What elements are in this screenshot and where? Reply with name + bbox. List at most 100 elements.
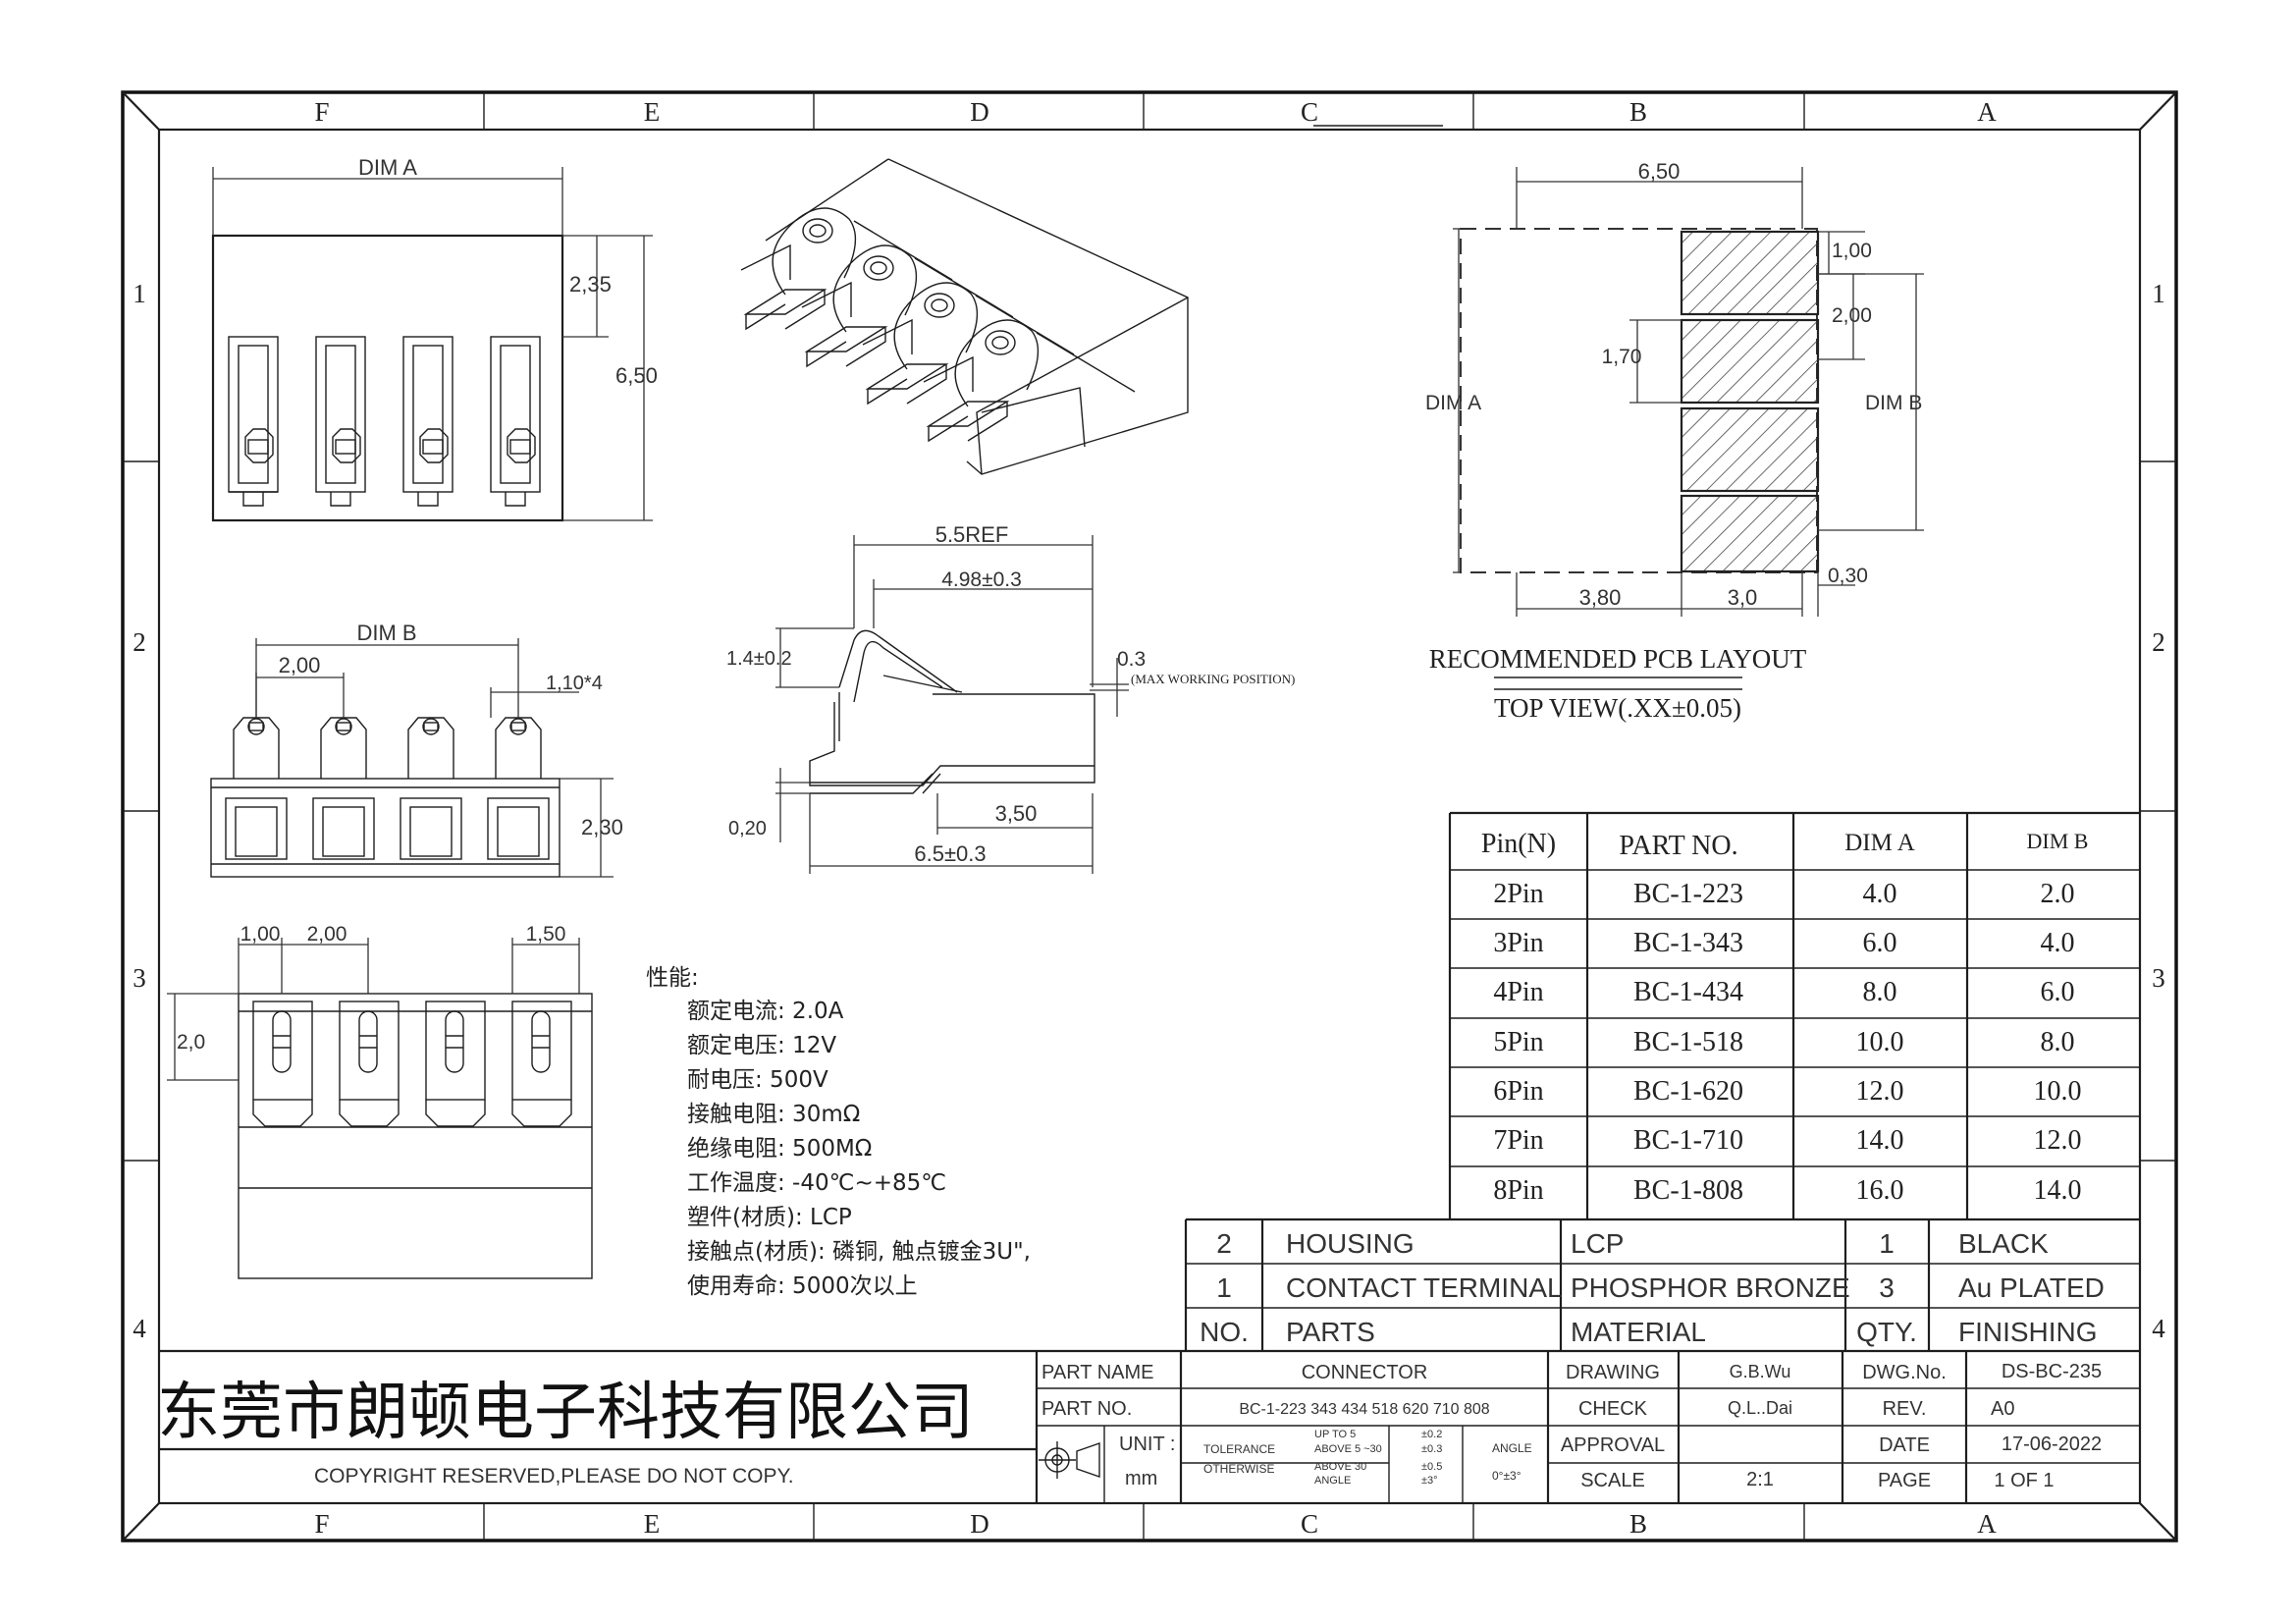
spec-line: 接触电阻: 30mΩ: [687, 1102, 860, 1127]
dwg-label: DWG.No.: [1862, 1362, 1947, 1383]
table-cell: 14.0: [2034, 1175, 2082, 1206]
table-cell: 6Pin: [1493, 1076, 1543, 1107]
row-label-left: 1: [133, 279, 146, 308]
bom-cell: FINISHING: [1958, 1317, 2098, 1347]
dim-label: 1,00: [1832, 240, 1872, 262]
col-label-bottom: B: [1629, 1509, 1647, 1539]
dim-label: 0.3: [1117, 648, 1146, 671]
tolerance-range: ABOVE 30: [1314, 1461, 1366, 1473]
dim-note: (MAX WORKING POSITION): [1131, 672, 1295, 686]
drawing-label: DRAWING: [1566, 1362, 1660, 1383]
bom-cell: CONTACT TERMINAL: [1286, 1272, 1563, 1303]
dim-label: 6.5±0.3: [914, 841, 986, 866]
spec-line: 绝缘电阻: 500MΩ: [687, 1136, 872, 1162]
row-label-right: 2: [2152, 627, 2165, 657]
approval-label: APPROVAL: [1561, 1434, 1665, 1456]
specs: 性能: 额定电流: 2.0A 额定电压: 12V 耐电压: 500V 接触电阻:…: [646, 965, 1031, 1299]
bom-cell: 1: [1879, 1228, 1895, 1259]
front-view-pins: DIM B 2,00 1,10*4 2,30: [210, 621, 623, 878]
pcb-layout-title: RECOMMENDED PCB LAYOUT: [1429, 644, 1807, 674]
bom-cell: BLACK: [1958, 1228, 2049, 1259]
unit-label: UNIT :: [1119, 1434, 1175, 1455]
rev-value: A0: [1991, 1398, 2014, 1420]
tolerance-value: ±0.5: [1421, 1461, 1442, 1473]
angle-label: ANGLE: [1492, 1441, 1532, 1455]
bom-cell: LCP: [1571, 1228, 1624, 1259]
table-cell: 8.0: [2041, 1027, 2075, 1057]
copyright-note: COPYRIGHT RESERVED,PLEASE DO NOT COPY.: [314, 1465, 794, 1488]
dim-label: 6,50: [615, 363, 658, 388]
bottom-view: 1,00 2,00 1,50 2,0: [167, 923, 593, 1279]
drawing-by: G.B.Wu: [1730, 1362, 1791, 1381]
col-label-top: C: [1301, 97, 1318, 127]
table-cell: 10.0: [1856, 1027, 1904, 1057]
row-label-right: 4: [2152, 1314, 2165, 1343]
spec-line: 使用寿命: 5000次以上: [687, 1273, 918, 1299]
dim-label: DIM A: [358, 155, 417, 180]
pcb-pad: [1680, 230, 1820, 316]
front-view: DIM A 2,35 6,50: [211, 155, 658, 522]
col-label-top: F: [314, 97, 329, 127]
rev-label: REV.: [1883, 1398, 1927, 1420]
date-label: DATE: [1879, 1434, 1930, 1456]
dim-label: 5.5REF: [935, 522, 1009, 547]
table-cell: BC-1-808: [1633, 1175, 1743, 1206]
table-cell: 4.0: [2041, 928, 2075, 958]
col-label-bottom: E: [644, 1509, 661, 1539]
bom-cell: 1: [1216, 1272, 1232, 1303]
dim-label: 1.4±0.2: [726, 648, 792, 670]
angle-value: 0°±3°: [1492, 1469, 1522, 1483]
dim-label: 1,70: [1602, 346, 1642, 368]
tolerance-range: ABOVE 5 ~30: [1314, 1443, 1382, 1455]
dim-label: DIM B: [356, 621, 416, 645]
table-cell: BC-1-518: [1633, 1027, 1743, 1057]
col-label-top: E: [644, 97, 661, 127]
bom-cell: QTY.: [1856, 1317, 1917, 1347]
part-no-label: PART NO.: [1041, 1398, 1132, 1420]
part-name-label: PART NAME: [1041, 1362, 1153, 1383]
row-label-left: 3: [133, 963, 146, 993]
pcb-layout-subtitle: TOP VIEW(.XX±0.05): [1494, 693, 1741, 723]
dim-label: 1,00: [240, 923, 281, 946]
col-label-bottom: D: [970, 1509, 989, 1539]
table-cell: 5Pin: [1493, 1027, 1543, 1057]
table-header: Pin(N): [1481, 829, 1556, 859]
tolerance-value: ±0.3: [1421, 1443, 1442, 1455]
table-header: PART NO.: [1619, 831, 1737, 861]
row-label-left: 2: [133, 627, 146, 657]
table-header: DIM B: [2027, 829, 2089, 853]
dim-label: 1,10*4: [546, 673, 603, 694]
dim-label: 2,00: [1832, 304, 1872, 327]
side-view: 5.5REF 4.98±0.3 1.4±0.2 0.3 (MAX WORKING…: [726, 522, 1295, 874]
spec-line: 额定电流: 2.0A: [687, 999, 844, 1024]
tolerance-range: UP TO 5: [1314, 1429, 1356, 1440]
col-label-top: A: [1977, 97, 1997, 127]
dim-label: 1,50: [526, 923, 566, 946]
dim-label: 0,20: [728, 818, 767, 839]
spec-line: 耐电压: 500V: [687, 1067, 828, 1093]
table-cell: BC-1-223: [1633, 879, 1743, 909]
pcb-pad: [1680, 318, 1820, 405]
company-name: 东莞市朗顿电子科技有限公司: [157, 1377, 974, 1449]
table-cell: 2.0: [2041, 879, 2075, 909]
table-cell: 4Pin: [1493, 977, 1543, 1007]
pcb-pad: [1680, 406, 1820, 493]
check-label: CHECK: [1578, 1398, 1648, 1420]
col-label-top: D: [970, 97, 989, 127]
table-cell: 8Pin: [1493, 1175, 1543, 1206]
spec-line: 额定电压: 12V: [687, 1033, 836, 1058]
table-cell: 3Pin: [1493, 928, 1543, 958]
pcb-layout: 6,50 1,00 2,00 1,70 DIM A DIM B 3,80 3,0…: [1425, 159, 1924, 723]
tolerance-label: TOLERANCE: [1203, 1442, 1275, 1456]
bom-cell: 2: [1216, 1228, 1232, 1259]
dim-label: 4.98±0.3: [941, 568, 1022, 591]
table-cell: 16.0: [1856, 1175, 1904, 1206]
dim-label: 3,0: [1728, 585, 1758, 610]
tolerance-value: ±3°: [1421, 1475, 1438, 1487]
dim-label: 3,50: [995, 801, 1038, 826]
dim-label: DIM B: [1865, 392, 1922, 414]
title-block: 东莞市朗顿电子科技有限公司 COPYRIGHT RESERVED,PLEASE …: [157, 1349, 2140, 1503]
col-label-bottom: A: [1977, 1509, 1997, 1539]
bom-cell: Au PLATED: [1958, 1272, 2105, 1303]
table-cell: 12.0: [1856, 1076, 1904, 1107]
